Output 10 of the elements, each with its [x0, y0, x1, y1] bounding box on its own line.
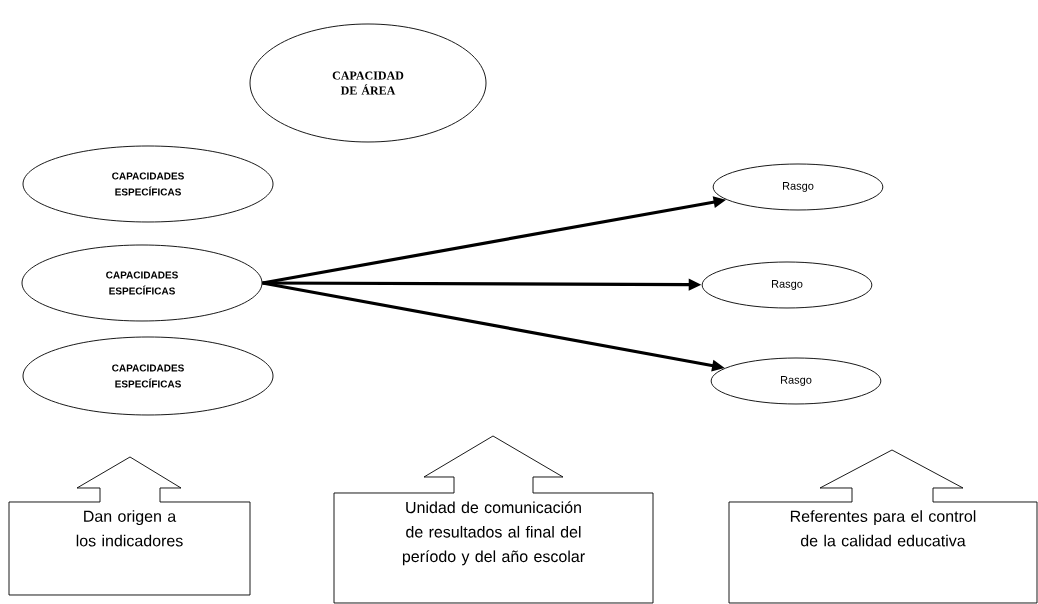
oval: Rasgo — [701, 261, 873, 309]
oval: CAPACIDAD DE ÁREA — [249, 23, 487, 143]
arrow-callout-box: Unidad de comunicación de resultados al final del período y del año escolar — [333, 435, 654, 604]
oval: Rasgo — [710, 357, 882, 405]
oval: CAPACIDADES ESPECÍFICAS — [22, 145, 274, 223]
oval: CAPACIDADES ESPECÍFICAS — [22, 336, 274, 416]
oval: Rasgo — [712, 163, 884, 211]
oval: CAPACIDADES ESPECÍFICAS — [21, 244, 263, 322]
arrow-callout-box: Dan origen a los indicadores — [8, 456, 251, 596]
arrow-callout-box: Referentes para el control de la calidad educativa — [728, 449, 1038, 604]
